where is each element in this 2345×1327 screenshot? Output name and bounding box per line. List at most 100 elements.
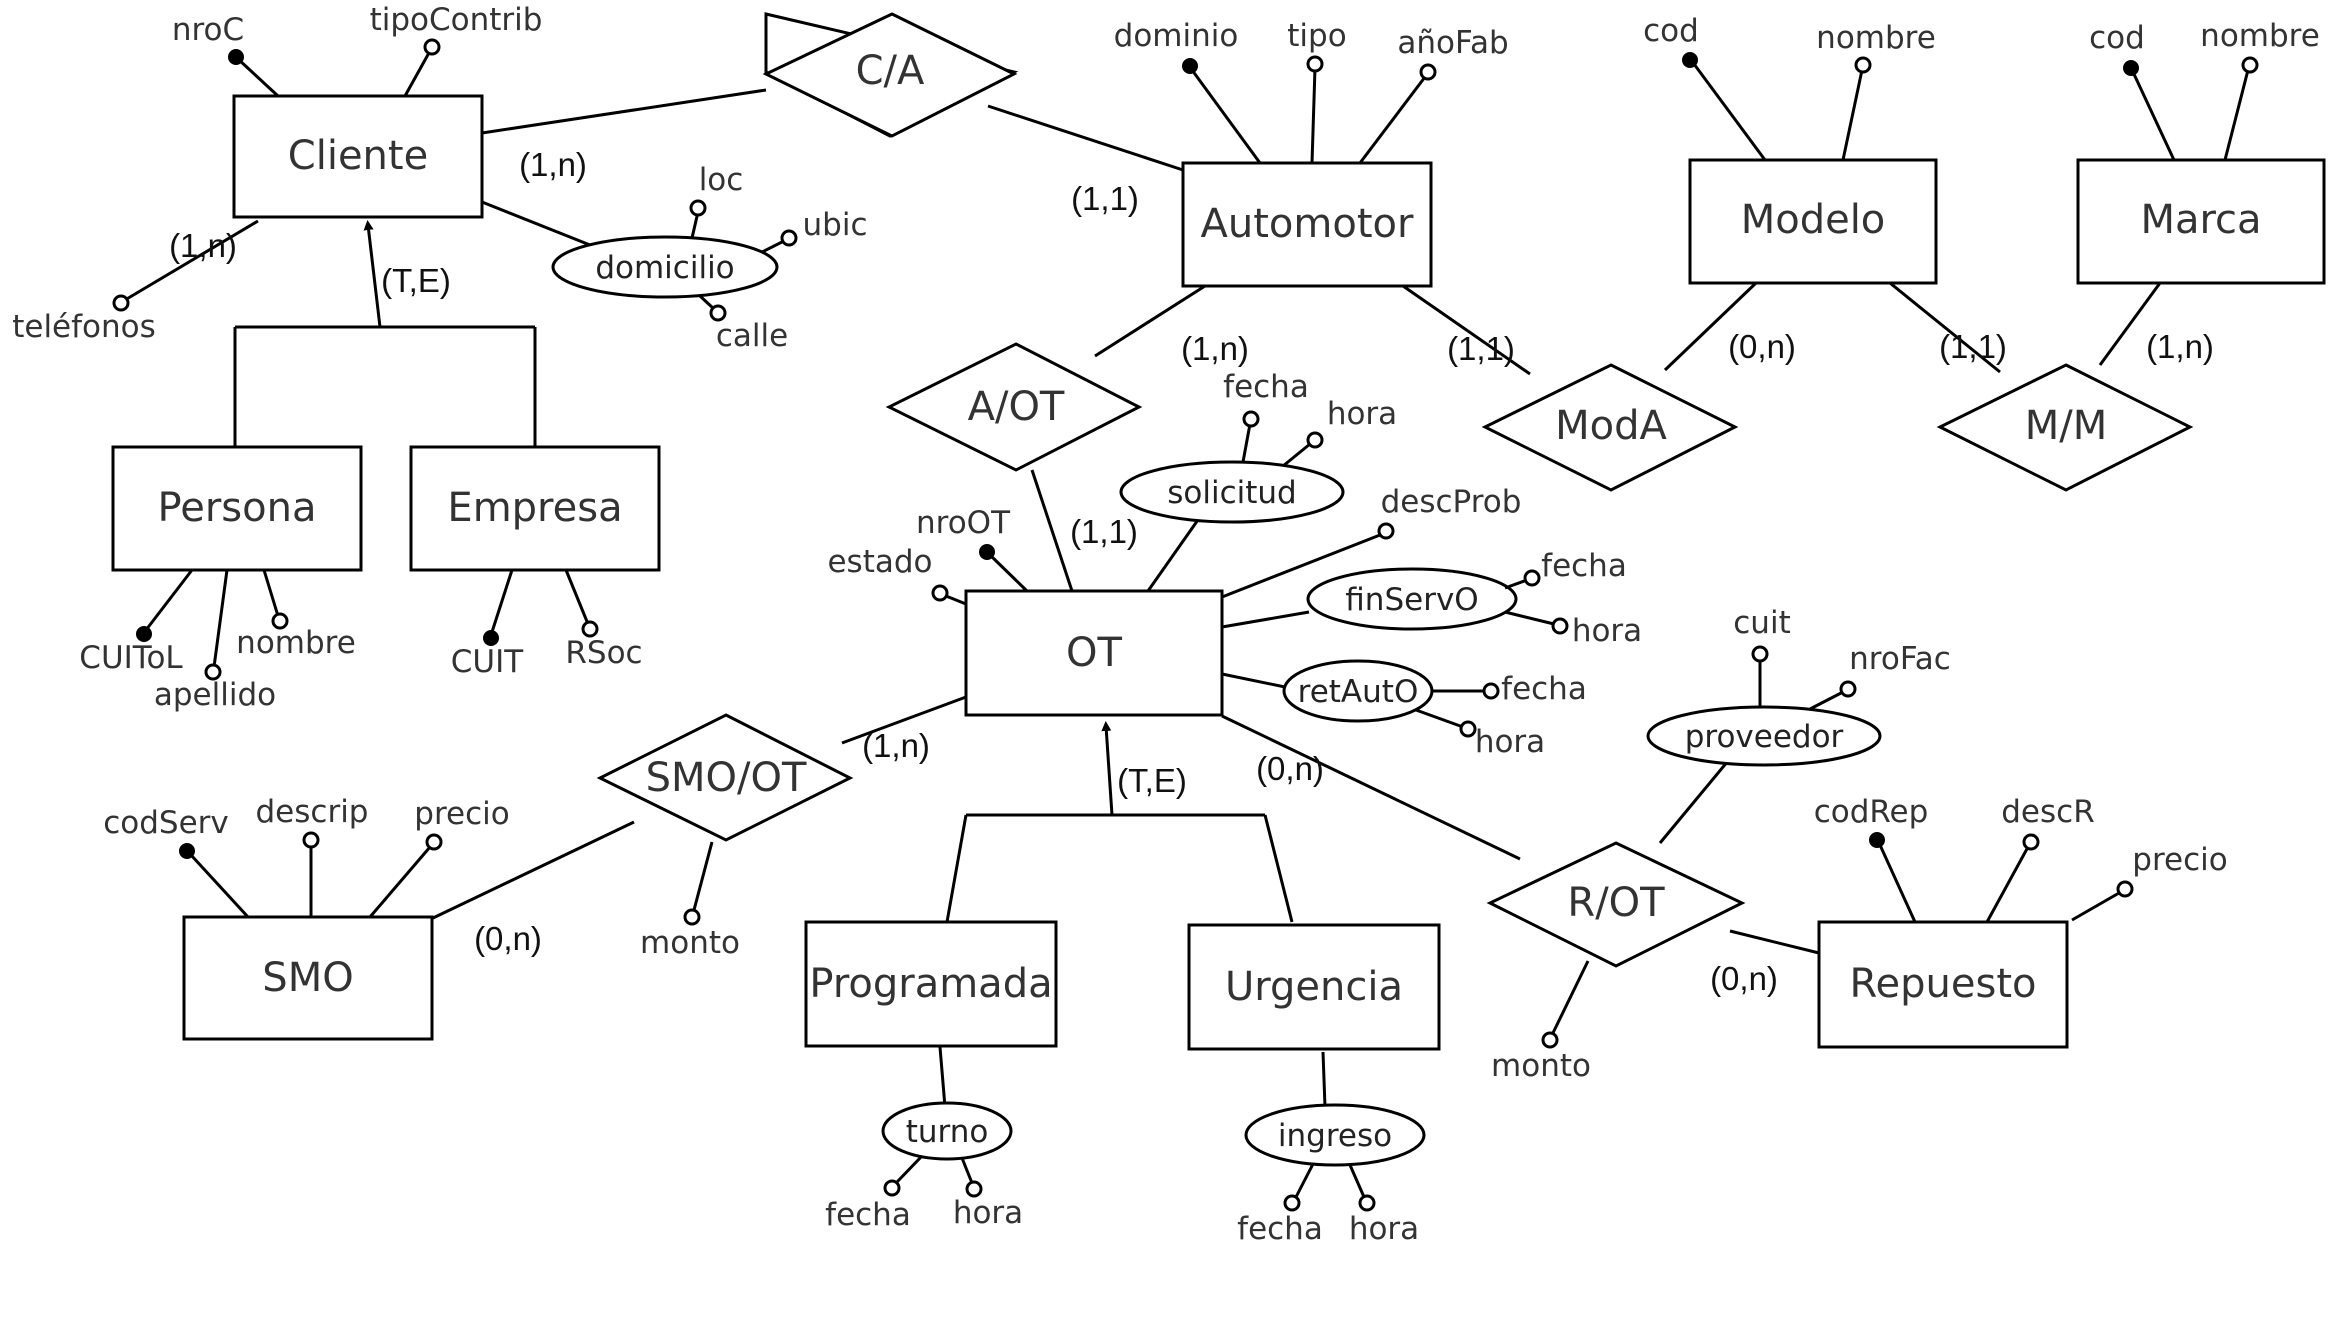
cardinality-modelo-mm: (1,1) <box>1939 328 2007 365</box>
composite-proveedor[interactable]: proveedor <box>1646 705 1882 767</box>
entity-label: Modelo <box>1741 197 1886 243</box>
relationship-smoot[interactable]: SMO/OT <box>596 713 854 842</box>
attribute-anofab[interactable]: añoFab <box>1358 25 1509 164</box>
relationship-mm[interactable]: M/M <box>1936 363 2194 492</box>
attribute-turno-fecha[interactable]: fecha <box>825 1154 924 1233</box>
key-attribute-marker <box>228 49 244 65</box>
connector-lines <box>233 88 2162 1108</box>
attribute-modelo-nombre[interactable]: nombre <box>1816 20 1936 161</box>
attribute-finservo-hora[interactable]: hora <box>1504 610 1642 649</box>
entity-automotor[interactable]: Automotor <box>1181 161 1433 288</box>
attribute-marca-nombre[interactable]: nombre <box>2200 18 2320 161</box>
attribute-ingreso-hora[interactable]: hora <box>1348 1164 1419 1247</box>
attribute-ingreso-fecha[interactable]: fecha <box>1237 1163 1323 1247</box>
attribute-marker <box>1283 1194 1301 1212</box>
attribute-nrofac[interactable]: nroFac <box>1809 641 1951 711</box>
attribute-marker <box>1541 1031 1559 1049</box>
attribute-ubic[interactable]: ubic <box>761 207 868 254</box>
cardinality-automotor-aot: (1,n) <box>1181 330 1249 367</box>
attribute-marker <box>883 1179 901 1197</box>
relationship-label: SMO/OT <box>646 755 807 801</box>
attribute-solicitud-fecha[interactable]: fecha <box>1223 369 1309 463</box>
attribute-rsoc[interactable]: RSoc <box>564 569 643 671</box>
attribute-descr[interactable]: descR <box>1985 794 2095 923</box>
attribute-retauto-fecha[interactable]: fecha <box>1432 671 1587 707</box>
entity-cliente[interactable]: Cliente <box>232 94 484 219</box>
attribute-finservo-fecha[interactable]: fecha <box>1504 548 1627 590</box>
relationship-label: R/OT <box>1567 880 1665 926</box>
entity-persona[interactable]: Persona <box>111 445 363 572</box>
attribute-label: apellido <box>154 677 276 713</box>
attribute-label: precio <box>414 796 509 832</box>
attribute-descrip[interactable]: descrip <box>256 794 369 917</box>
cardinality-automotor-moda: (1,1) <box>1447 330 1515 367</box>
composite-solicitud[interactable]: solicitud <box>1119 460 1345 524</box>
composite-domicilio[interactable]: domicilio <box>551 235 779 299</box>
composite-retauto[interactable]: retAutO <box>1282 659 1434 723</box>
composite-finservo[interactable]: finServO <box>1306 567 1518 631</box>
entity-ot[interactable]: OT <box>964 589 1224 717</box>
entity-empresa[interactable]: Empresa <box>409 445 661 572</box>
composite-ingreso[interactable]: ingreso <box>1244 1103 1426 1167</box>
relationship-aot[interactable]: A/OT <box>885 342 1143 472</box>
relationship-moda[interactable]: ModA <box>1481 363 1739 492</box>
attribute-apellido[interactable]: apellido <box>154 569 276 713</box>
attribute-label: monto <box>1491 1048 1591 1084</box>
relationship-ca[interactable]: C/A <box>762 12 1019 138</box>
attribute-nroc[interactable]: nroC <box>172 12 280 98</box>
cardinality-ot-smoot: (1,n) <box>862 727 930 764</box>
attribute-codserv[interactable]: codServ <box>103 805 250 919</box>
entity-programada[interactable]: Programada <box>804 920 1058 1048</box>
cardinality-cliente-ca: (1,n) <box>519 146 587 183</box>
attribute-marker <box>689 199 707 217</box>
attribute-marca-cod[interactable]: cod <box>2089 20 2176 161</box>
attribute-rot-monto[interactable]: monto <box>1491 960 1591 1084</box>
attribute-smo-precio[interactable]: precio <box>368 796 510 918</box>
entity-label: Empresa <box>447 485 622 531</box>
attribute-retauto-hora[interactable]: hora <box>1415 708 1545 760</box>
attribute-marker <box>1377 522 1395 540</box>
attribute-marker <box>423 38 441 56</box>
key-attribute-marker <box>1682 52 1698 68</box>
attribute-marker <box>683 908 701 926</box>
attribute-telefonos[interactable]: teléfonos <box>12 219 259 345</box>
attribute-label: monto <box>640 925 740 961</box>
composite-label: solicitud <box>1167 475 1296 511</box>
attribute-marker <box>1419 63 1437 81</box>
attribute-cuitol[interactable]: CUIToL <box>79 569 194 676</box>
entity-label: SMO <box>262 955 353 1001</box>
entity-marca[interactable]: Marca <box>2076 158 2326 285</box>
entity-urgencia[interactable]: Urgencia <box>1187 923 1441 1051</box>
attribute-tipocontrib[interactable]: tipoContrib <box>370 2 543 97</box>
entity-smo[interactable]: SMO <box>182 915 434 1041</box>
attribute-estado[interactable]: estado <box>827 544 967 606</box>
attribute-label: CUIT <box>451 644 524 680</box>
attribute-cuit-proveedor[interactable]: cuit <box>1733 605 1791 706</box>
entity-modelo[interactable]: Modelo <box>1688 158 1938 285</box>
attribute-turno-hora[interactable]: hora <box>953 1157 1023 1231</box>
attribute-label: dominio <box>1114 18 1239 54</box>
cardinality-labels: (1,n) (1,1) (1,n) (1,n) (1,1) (0,n) (1,1… <box>169 146 2214 997</box>
composite-turno[interactable]: turno <box>881 1101 1013 1161</box>
attribute-nroot[interactable]: nroOT <box>916 505 1029 593</box>
attribute-solicitud-hora[interactable]: hora <box>1282 396 1397 468</box>
attribute-marker <box>1358 1194 1376 1212</box>
attribute-calle[interactable]: calle <box>698 294 788 354</box>
attribute-smoot-monto[interactable]: monto <box>640 841 740 961</box>
attribute-label: nroOT <box>916 505 1011 541</box>
relationship-rot[interactable]: R/OT <box>1486 841 1746 968</box>
attribute-repuesto-precio[interactable]: precio <box>2071 842 2228 922</box>
attribute-modelo-cod[interactable]: cod <box>1643 13 1767 161</box>
entity-label: Marca <box>2140 197 2261 243</box>
attribute-label: ubic <box>803 207 868 243</box>
attribute-label: nroFac <box>1849 641 1951 677</box>
attribute-loc[interactable]: loc <box>689 162 743 239</box>
attribute-persona-nombre[interactable]: nombre <box>236 569 356 661</box>
attribute-dominio[interactable]: dominio <box>1114 18 1262 164</box>
attribute-descprob[interactable]: descProb <box>1221 484 1521 599</box>
attribute-tipo[interactable]: tipo <box>1287 18 1347 164</box>
attribute-codrep[interactable]: codRep <box>1814 794 1929 923</box>
attribute-label: teléfonos <box>12 309 156 345</box>
entity-repuesto[interactable]: Repuesto <box>1817 920 2069 1049</box>
attribute-cuit[interactable]: CUIT <box>451 569 524 680</box>
